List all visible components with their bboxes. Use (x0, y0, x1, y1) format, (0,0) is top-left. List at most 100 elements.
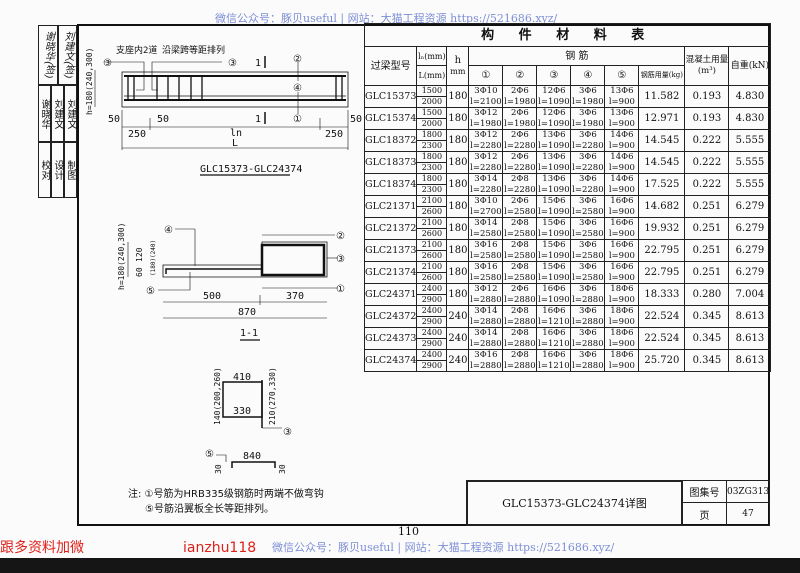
total-length: 2300 (416, 162, 448, 174)
dim-h-elevation: h=180(240,300) (85, 48, 94, 115)
rebar-b4-length: l=1980 (570, 96, 606, 108)
rebar-b2-spec: 2Φ8 (502, 261, 538, 273)
self-weight: 8.613 (728, 305, 772, 328)
rebar-b3-length: l=1090 (536, 228, 572, 240)
rebar-b3-spec: 15Φ6 (536, 217, 572, 229)
self-weight: 6.279 (728, 217, 772, 240)
page-value: 47 (726, 502, 770, 526)
rebar-b1-length: l=2280 (468, 162, 504, 174)
rebar-b4-spec: 3Φ6 (570, 85, 606, 97)
beam-type: GLC18374 (363, 173, 418, 196)
rebar-b1-spec: 3Φ14 (468, 217, 504, 229)
steel-kg: 22.795 (638, 261, 686, 284)
self-weight: 4.830 (728, 107, 772, 130)
rebar-b4-spec: 3Φ6 (570, 129, 606, 141)
beam-type: GLC24373 (363, 327, 418, 350)
rebar-b2-spec: 2Φ8 (502, 239, 538, 251)
note-1: 注: ①号筋为HRB335级钢筋时两端不做弯钩 (128, 489, 324, 500)
rebar-b2-spec: 2Φ6 (502, 283, 538, 295)
callout-4: ④ (293, 83, 302, 94)
rebar-b4-length: l=2880 (570, 294, 606, 306)
section-callout-2: ② (336, 231, 345, 242)
red-contact-id: ianzhu118 (183, 540, 257, 556)
self-weight: 8.613 (728, 349, 772, 372)
dim-250-right: 250 (325, 129, 343, 140)
beam-type: GLC18372 (363, 129, 418, 152)
rebar-b3-length: l=1210 (536, 360, 572, 372)
rebar-b1-spec: 3Φ14 (468, 327, 504, 339)
beam-type: GLC24371 (363, 283, 418, 306)
rebar-b2-spec: 2Φ6 (502, 195, 538, 207)
rebar-b1-spec: 3Φ16 (468, 349, 504, 361)
atlas-label: 图集号 (682, 480, 727, 503)
rebar-b5-length: l=900 (604, 338, 640, 350)
clear-span: 2100 (416, 261, 448, 273)
concrete-m3: 0.345 (684, 327, 730, 350)
watermark-top: 微信公众号：豚贝useful | 网站：大猫工程资源 https://52168… (215, 12, 558, 25)
rebar-b5-length: l=900 (604, 96, 640, 108)
rebar-b5-length: l=900 (604, 206, 640, 218)
rebar-b4-spec: 3Φ6 (570, 217, 606, 229)
rebar-b2-length: l=2280 (502, 162, 538, 174)
rebar-b3-length: l=1090 (536, 272, 572, 284)
rebar-b2-length: l=2580 (502, 250, 538, 262)
concrete-m3: 0.280 (684, 283, 730, 306)
concrete-m3: 0.222 (684, 151, 730, 174)
concrete-m3: 0.193 (684, 107, 730, 130)
total-length: 2600 (416, 228, 448, 240)
dim-870: 870 (238, 307, 256, 318)
dim-alt-heights: (180)(240) (150, 240, 157, 276)
dim-120: 120 (135, 247, 144, 262)
rebar-b5-spec: 14Φ6 (604, 173, 640, 185)
page-label: 页 (682, 502, 727, 526)
total-length: 2900 (416, 316, 448, 328)
beam-height: 180 (446, 173, 470, 196)
rebar-b2-length: l=2880 (502, 316, 538, 328)
beam-height: 180 (446, 283, 470, 306)
rebar-b1-length: l=2700 (468, 206, 504, 218)
rebar-b1-length: l=2100 (468, 96, 504, 108)
callout-2: ② (293, 54, 302, 65)
rebar-b2-spec: 2Φ6 (502, 151, 538, 163)
rebar-b3-length: l=1090 (536, 294, 572, 306)
dim-50-mid: 50 (157, 114, 169, 125)
rebar-b1-length: l=2580 (468, 228, 504, 240)
concrete-m3: 0.251 (684, 217, 730, 240)
atlas-value: 03ZG313 (726, 480, 770, 503)
concrete-m3: 0.345 (684, 349, 730, 372)
bar5-callout: ⑤ (205, 449, 214, 460)
clear-span: 2400 (416, 349, 448, 361)
steel-kg: 14.545 (638, 151, 686, 174)
name-drafter: 刘建文 (64, 85, 77, 142)
section-mark-bottom: 1 (255, 114, 261, 125)
total-length: 2000 (416, 118, 448, 130)
steel-kg: 11.582 (638, 85, 686, 108)
dim-50-left: 50 (108, 114, 120, 125)
rebar-b5-length: l=900 (604, 360, 640, 372)
clear-span: 2100 (416, 195, 448, 207)
elevation-title: GLC15373-GLC24374 (200, 164, 302, 175)
rebar-b2-spec: 2Φ8 (502, 173, 538, 185)
rebar-b4-spec: 3Φ6 (570, 239, 606, 251)
rebar-b1-length: l=2580 (468, 272, 504, 284)
rebar-b3-spec: 13Φ6 (536, 151, 572, 163)
rebar-b1-spec: 3Φ12 (468, 151, 504, 163)
beam-type: GLC18373 (363, 151, 418, 174)
clear-span: 1500 (416, 85, 448, 97)
rebar-b4-length: l=2580 (570, 206, 606, 218)
total-length: 2600 (416, 250, 448, 262)
beam-height: 180 (446, 129, 470, 152)
rebar-b2-spec: 2Φ8 (502, 349, 538, 361)
steel-kg: 17.525 (638, 173, 686, 196)
total-length: 2900 (416, 338, 448, 350)
section-mark-top: 1 (255, 58, 261, 69)
header-type: 过梁型号 (363, 46, 418, 86)
